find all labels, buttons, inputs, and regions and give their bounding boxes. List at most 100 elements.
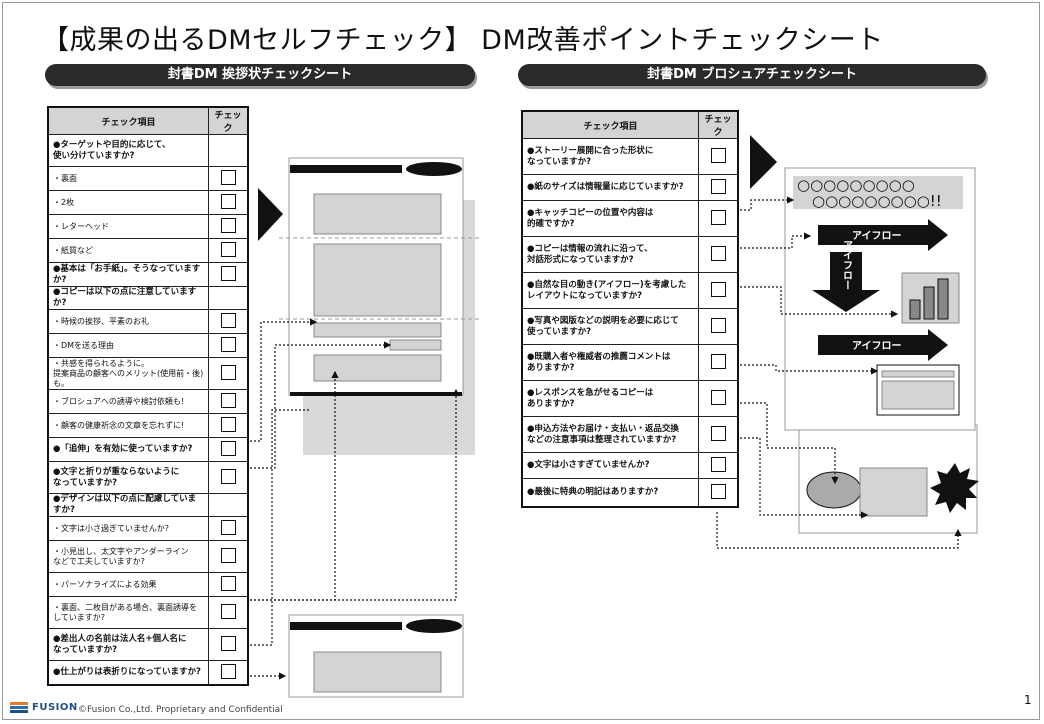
eyeflow-label-2: アイフロー — [852, 340, 902, 352]
letter-mockup — [279, 157, 480, 455]
left-item-text: ・紙質など — [47, 238, 209, 263]
left-item-text: ・裏面 — [47, 166, 209, 191]
right-row: ●自然な目の動き(アイフロー)を考慮した レイアウトになっていますか? — [521, 272, 739, 309]
right-row: ●最後に特典の明記はありますか? — [521, 478, 739, 507]
right-checkbox[interactable] — [710, 483, 726, 499]
left-col-item-header: チェック項目 — [47, 106, 209, 135]
right-row: ●既購入者や権威者の推薦コメントは ありますか? — [521, 344, 739, 381]
page-title: 【成果の出るDMセルフチェック】 DM改善ポイントチェックシート — [42, 25, 884, 56]
left-checklist-table: チェック項目 チェック ●ターゲットや目的に応じて、 使い分けていますか?・裏面… — [47, 106, 249, 686]
left-row: ・パーソナライズによる効果 — [47, 572, 249, 597]
right-checkbox[interactable] — [710, 210, 726, 225]
right-item-text: ●写真や図版などの説明を必要に応じて 使っていますか? — [521, 308, 699, 345]
left-check-cell — [208, 540, 249, 573]
brochure-mockup: ○○○○○○○○○ ○○○○○○○○○!! アイフロー アイフロー アイフロー — [784, 167, 979, 534]
right-checklist-table: チェック項目 チェック ●ストーリー展開に合った形状に なっていますか?●紙のサ… — [521, 110, 739, 508]
left-check-cell — [208, 238, 249, 263]
left-checkbox[interactable] — [220, 576, 236, 591]
left-check-cell — [208, 516, 249, 541]
fusion-logo-icon — [10, 702, 28, 716]
left-checkbox[interactable] — [220, 218, 236, 233]
left-item-text: ・ブロシュアへの誘導や検討依頼も! — [47, 389, 209, 414]
left-row: ●デザインは以下の点に配慮していますか? — [47, 493, 249, 517]
left-connectors — [250, 318, 460, 680]
left-checkbox[interactable] — [220, 548, 236, 563]
left-check-cell — [208, 190, 249, 215]
right-check-cell — [698, 174, 739, 201]
left-item-text: ●文字と折りが重ならないように なっていますか? — [47, 461, 209, 494]
eyeflow-label-vertical: アイフロー — [841, 240, 853, 290]
left-section-banner: 封書DM 挨拶状チェックシート — [45, 64, 475, 86]
footer-brand: FUSION — [32, 702, 78, 713]
left-checkbox[interactable] — [220, 663, 236, 679]
left-item-text: ・2枚 — [47, 190, 209, 215]
right-item-text: ●キャッチコピーの位置や内容は 的確ですか? — [521, 200, 699, 237]
left-row: ・DMを送る理由 — [47, 333, 249, 358]
right-col-check-header: チェック — [698, 110, 739, 139]
left-item-text: ・パーソナライズによる効果 — [47, 572, 209, 597]
left-check-cell — [208, 262, 249, 287]
left-check-cell — [208, 389, 249, 414]
left-row: ・時候の挨拶、平素のお礼 — [47, 309, 249, 334]
left-checkbox[interactable] — [220, 194, 236, 209]
right-check-cell — [698, 416, 739, 453]
eyeflow-label-1: アイフロー — [852, 230, 902, 242]
right-checkbox[interactable] — [710, 390, 726, 405]
envelope-mockup — [288, 614, 464, 698]
left-check-cell — [208, 357, 249, 390]
right-item-text: ●コピーは情報の流れに沿って、 対話形式になっていますか? — [521, 236, 699, 273]
left-checkbox[interactable] — [220, 170, 236, 185]
left-row: ・2枚 — [47, 190, 249, 215]
left-checkbox[interactable] — [220, 636, 236, 651]
left-row: ●基本は「お手紙」。そうなっていますか? — [47, 262, 249, 287]
left-row: ●差出人の名前は法人名+個人名に なっていますか? — [47, 628, 249, 661]
right-checkbox[interactable] — [710, 426, 726, 441]
left-item-text: ●仕上がりは表折りになっていますか? — [47, 660, 209, 685]
footer-copyright: ©Fusion Co.,Ltd. Proprietary and Confide… — [78, 705, 283, 715]
left-row: ●文字と折りが重ならないように なっていますか? — [47, 461, 249, 494]
right-check-cell — [698, 138, 739, 175]
right-checkbox[interactable] — [710, 246, 726, 261]
right-checkbox[interactable] — [710, 457, 726, 472]
left-checkbox[interactable] — [220, 393, 236, 408]
left-checkbox[interactable] — [220, 441, 236, 456]
left-row: ●コピーは以下の点に注意していますか? — [47, 286, 249, 310]
left-check-cell — [208, 493, 249, 517]
left-check-cell — [208, 333, 249, 358]
left-check-cell — [208, 286, 249, 310]
left-col-check-header: チェック — [208, 106, 249, 135]
right-section-banner: 封書DM ブロシュアチェックシート — [518, 64, 986, 86]
left-checkbox[interactable] — [220, 417, 236, 432]
right-check-cell — [698, 200, 739, 237]
left-checkbox[interactable] — [220, 365, 236, 380]
right-item-text: ●既購入者や権威者の推薦コメントは ありますか? — [521, 344, 699, 381]
left-checkbox[interactable] — [220, 520, 236, 535]
right-checkbox[interactable] — [710, 282, 726, 297]
catchcopy-circles-line2: ○○○○○○○○○!! — [812, 192, 942, 210]
left-checkbox[interactable] — [220, 266, 236, 281]
right-checkbox[interactable] — [710, 148, 726, 163]
right-row: ●写真や図版などの説明を必要に応じて 使っていますか? — [521, 308, 739, 345]
left-check-cell — [208, 134, 249, 167]
right-checkbox[interactable] — [710, 354, 726, 369]
catchcopy-circles-line1: ○○○○○○○○○ — [797, 176, 915, 194]
left-item-text: ●差出人の名前は法人名+個人名に なっていますか? — [47, 628, 209, 661]
left-checkbox[interactable] — [220, 313, 236, 328]
right-item-text: ●ストーリー展開に合った形状に なっていますか? — [521, 138, 699, 175]
right-checkbox[interactable] — [710, 318, 726, 333]
right-connectors — [716, 196, 962, 549]
left-item-text: ●コピーは以下の点に注意していますか? — [47, 286, 209, 310]
left-checkbox[interactable] — [220, 337, 236, 352]
right-checkbox[interactable] — [710, 179, 726, 194]
left-checkbox[interactable] — [220, 469, 236, 484]
right-check-cell — [698, 478, 739, 507]
left-row: ・紙質など — [47, 238, 249, 263]
left-checkbox[interactable] — [220, 604, 236, 619]
left-checkbox[interactable] — [220, 242, 236, 257]
left-check-cell — [208, 214, 249, 239]
right-col-item-header: チェック項目 — [521, 110, 699, 139]
left-row: ●仕上がりは表折りになっていますか? — [47, 660, 249, 685]
left-row: ・ブロシュアへの誘導や検討依頼も! — [47, 389, 249, 414]
left-check-cell — [208, 572, 249, 597]
